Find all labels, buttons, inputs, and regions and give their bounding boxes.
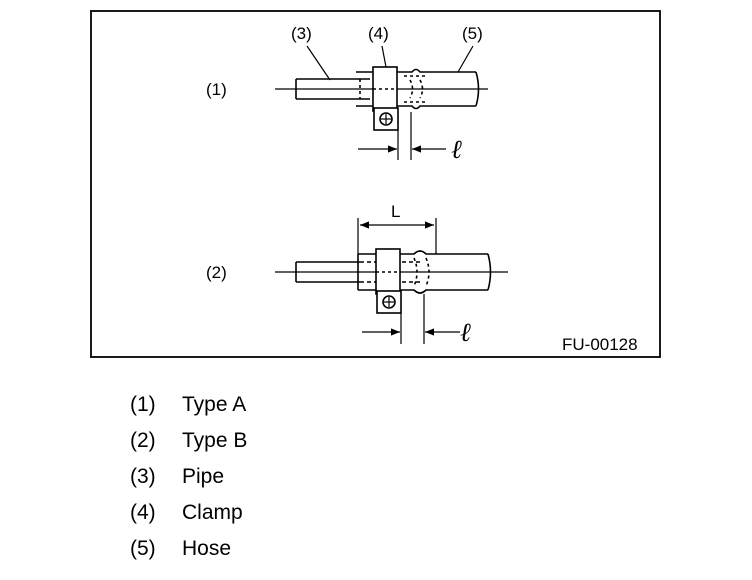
type-b-assembly <box>275 218 508 344</box>
callout-hose: (5) <box>462 24 483 43</box>
type-a-bolt-icon <box>379 112 393 126</box>
callout-pipe: (3) <box>291 24 312 43</box>
type-a-hose <box>356 68 480 110</box>
legend-label: Pipe <box>182 465 225 488</box>
legend-number: (1) <box>130 393 156 416</box>
dimension-L-label: L <box>391 202 400 221</box>
legend-label: Type A <box>182 393 247 416</box>
legend-label: Clamp <box>182 501 243 524</box>
legend-number: (3) <box>130 465 156 488</box>
legend-item: (1) Type A <box>130 390 247 426</box>
type-b-clamp <box>375 248 402 314</box>
legend-label: Hose <box>182 537 232 560</box>
figure-frame <box>90 10 661 358</box>
type-a-pipe <box>295 78 370 100</box>
legend-number: (2) <box>130 429 156 452</box>
legend-list: (1) Type A (2) Type B (3) Pipe (4) Clamp (5)… <box>130 390 247 570</box>
type-b-pipe <box>295 261 420 283</box>
legend-item: (4) Clamp <box>130 498 247 534</box>
leader-clamp <box>381 45 387 68</box>
legend-label: Type B <box>182 429 248 452</box>
legend-number: (4) <box>130 501 156 524</box>
figure-code: FU-00128 <box>562 335 638 354</box>
legend-item: (3) Pipe <box>130 462 247 498</box>
dimension-l-label-type-b: ℓ <box>460 318 471 348</box>
leader-hose <box>457 45 474 73</box>
dimension-l-label-type-a: ℓ <box>451 135 462 165</box>
type-b-hose <box>357 250 492 294</box>
leader-pipe <box>306 45 331 81</box>
type-a-clamp <box>372 66 399 131</box>
row-label-type-a: (1) <box>206 80 227 99</box>
row-label-type-b: (2) <box>206 263 227 282</box>
type-a-assembly <box>275 45 488 160</box>
type-b-bolt-icon <box>382 295 396 309</box>
legend-item: (5) Hose <box>130 534 247 570</box>
legend-item: (2) Type B <box>130 426 247 462</box>
callout-clamp: (4) <box>368 24 389 43</box>
legend-number: (5) <box>130 537 156 560</box>
